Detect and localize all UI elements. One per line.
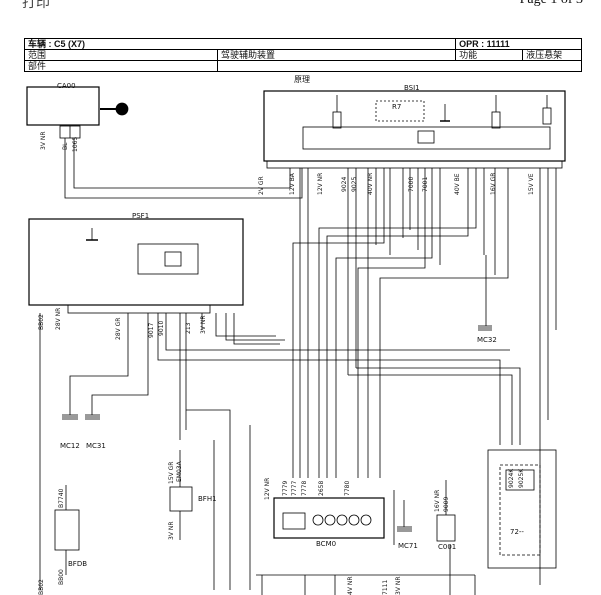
bfh-em03a-label: EM03A (176, 461, 183, 482)
key-icon (115, 102, 129, 116)
bfdb-label: BFDB (68, 560, 88, 568)
ground-mc31: MC31 (86, 442, 106, 450)
page-number: Page 1 of 3 (520, 0, 583, 8)
bfh-3v-nr-label: 3V NR (168, 521, 175, 541)
principle-label: 原理 (294, 75, 310, 84)
bb02-label: BB02 (38, 314, 45, 330)
wire-9017-label: 9017 (148, 322, 155, 338)
wire-9025-label: 9025 (351, 176, 358, 192)
bb02b-label: BB02 (38, 579, 45, 595)
bsi-40v-nr-label: 40V NR (367, 172, 374, 195)
part-value (217, 60, 582, 72)
psf1-module (137, 243, 199, 275)
bfdb-box (54, 509, 80, 551)
r7-label: R7 (392, 103, 402, 111)
wire-7778-label: 7778 (301, 480, 308, 496)
ca00-bl-label: BL (62, 142, 69, 150)
bsi-40v-be-label: 40V BE (454, 173, 461, 195)
f13-fuse (542, 107, 552, 125)
ca00-label: CA00 (57, 82, 76, 90)
c001-box (436, 514, 456, 542)
print-label: 打印 (22, 0, 50, 11)
part-label: 部件 (24, 60, 218, 72)
bcm-12v-nr-label: 12V NR (264, 477, 271, 500)
bfh1-box (169, 486, 193, 512)
bsi1-label: BSI1 (404, 84, 420, 92)
wire-9010-label: 9010 (158, 320, 165, 336)
ground-mc32: MC32 (477, 336, 497, 344)
c001-label: C001 (438, 543, 457, 551)
c001-16v-nr-label: 16V NR (434, 489, 441, 512)
b7740-label: B7740 (58, 488, 65, 508)
psf-28v-gr-label: 28V GR (115, 317, 122, 340)
psf1-connector (67, 304, 211, 314)
c001-9009-label: 9009 (443, 496, 450, 512)
bsi-12v-ba-label: 12V BA (289, 173, 296, 195)
ca00-wire-label: 1065 (72, 136, 79, 152)
wire-9024-label: 9024 (341, 176, 348, 192)
bsi-12v-nr-label: 12V NR (317, 172, 324, 195)
psf1-label: PSF1 (132, 212, 150, 220)
bottom-4v-nr-label: 4V NR (347, 576, 354, 595)
ground-mc71: MC71 (398, 542, 418, 550)
wire-7001-label: 7001 (422, 176, 429, 192)
box72-label: 72-- (510, 528, 524, 536)
bottom-3v-nr-label: 3V NR (395, 576, 402, 595)
wire-7779-label: 7779 (282, 480, 289, 496)
bsi1-connector (266, 160, 563, 169)
bsi1-box (263, 90, 566, 162)
bsi-2v-gr-label: 2V GR (258, 176, 265, 195)
right-box (487, 449, 557, 569)
bsi-16v-gr-label: 16V GR (490, 172, 497, 195)
box-9025k-label: 9025K (518, 468, 525, 488)
box-9024k-label: 9024K (508, 468, 515, 488)
ca00-pins-label: 3V NR (40, 131, 47, 151)
bottom-7111-label: 7111 (382, 579, 389, 595)
f12-fuse (491, 111, 501, 129)
psf-28v-nr-label: 28V NR (55, 307, 62, 330)
bsi-15v-ve-label: 15V VE (528, 173, 535, 195)
bsi1-chip (417, 130, 435, 144)
wire-213-label: 213 (185, 322, 192, 334)
wire-7000-label: 7000 (408, 176, 415, 192)
ca00-box (26, 86, 100, 126)
bcm0-label: BCM0 (316, 540, 337, 548)
bfh-15v-gr-label: 15V GR (168, 461, 175, 484)
ground-mc12: MC12 (60, 442, 80, 450)
header-table: 车辆 : C5 (X7) OPR : 11111 范围 驾驶辅助装置 功能 液压… (23, 38, 582, 72)
wire-2658-label: 2658 (318, 480, 325, 496)
psf-3v-nr-label: 3V NR (200, 315, 207, 335)
f11-fuse (332, 111, 342, 129)
bfh1-label: BFH1 (198, 495, 217, 503)
bcm0-box (273, 497, 385, 539)
bb00-label: BB00 (58, 569, 65, 585)
wire-7780-label: 7780 (344, 480, 351, 496)
wire-7777-label: 7777 (291, 480, 298, 496)
psf1-box (28, 218, 244, 306)
bsi1-module (302, 126, 551, 150)
r7-relay (375, 100, 425, 122)
